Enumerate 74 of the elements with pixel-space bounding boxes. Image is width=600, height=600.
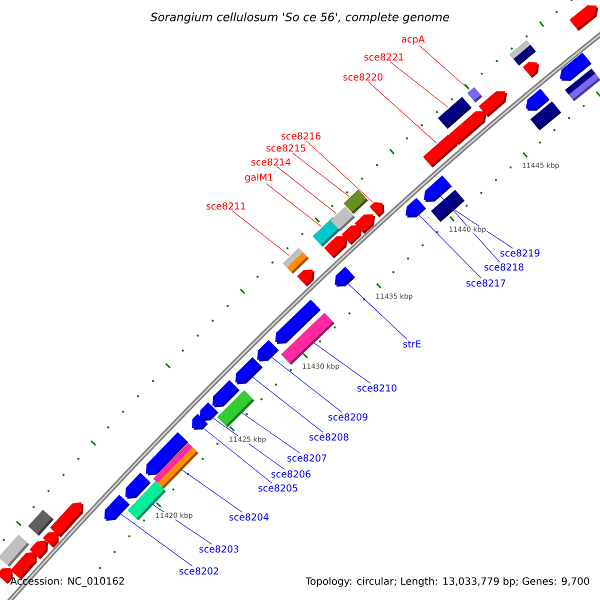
- leader-line: [202, 427, 272, 484]
- leader-line: [120, 513, 193, 566]
- gene-feature: [510, 40, 536, 66]
- gene-label: sce8205: [258, 484, 298, 492]
- gene-label: sce8217: [466, 279, 506, 287]
- gene-label: sce8219: [500, 249, 540, 257]
- leader-line: [390, 61, 448, 108]
- gene-label: sce8220: [343, 73, 382, 81]
- gene-label: sce8215: [266, 144, 306, 152]
- leader-line: [180, 468, 242, 512]
- gene-label: sce8214: [251, 158, 291, 166]
- gene-label: sce8208: [309, 433, 348, 441]
- gene-label: sce8210: [357, 384, 396, 392]
- leader-line: [292, 152, 350, 197]
- gene-feature: [431, 190, 465, 222]
- leader-line: [276, 166, 337, 214]
- gene-feature: [50, 502, 84, 538]
- gene-label: strE: [403, 340, 421, 348]
- leader-line: [418, 214, 482, 278]
- gene-feature: [406, 198, 426, 218]
- gene-label: acpA: [402, 36, 425, 44]
- gene-feature: [42, 532, 59, 548]
- gene-feature: [570, 5, 598, 32]
- gene-feature: [522, 62, 539, 78]
- gene-feature: [324, 236, 348, 258]
- leader-line: [368, 81, 437, 144]
- gene-feature: [104, 494, 130, 521]
- gene-feature: [281, 312, 335, 365]
- gene-label: sce8206: [271, 470, 310, 478]
- footer-text: Accession: NC_010162: [10, 577, 124, 587]
- gene-feature: [526, 88, 550, 111]
- gene-label: sce8211: [206, 202, 246, 210]
- gene-label: sce8221: [364, 53, 404, 61]
- gene-feature: [565, 68, 600, 102]
- title: Sorangium cellulosum 'So ce 56', complete genome: [150, 12, 450, 24]
- gene-feature: [30, 540, 48, 560]
- gene-feature: [467, 87, 482, 103]
- leader-line: [266, 183, 322, 227]
- leader-line: [232, 210, 290, 256]
- gene-feature: [478, 91, 508, 118]
- footer-text: Topology: circular; Length: 13,033,779 bp; Genes: 9,700: [306, 577, 590, 587]
- leader-line: [419, 45, 470, 90]
- gene-feature: [530, 101, 562, 130]
- leader-line: [312, 342, 371, 384]
- gene-feature: [370, 202, 384, 218]
- leader-line: [347, 282, 408, 340]
- leader-line: [440, 195, 500, 262]
- gene-feature: [424, 176, 452, 202]
- gene-label: sce8209: [328, 413, 368, 421]
- gene-label: sce8216: [281, 132, 320, 140]
- gene-feature: [153, 442, 199, 489]
- gene-feature: [257, 340, 279, 362]
- gene-feature: [354, 214, 376, 234]
- gene-feature: [297, 269, 314, 287]
- gene-label: sce8204: [229, 513, 269, 521]
- gene-feature: [28, 510, 54, 536]
- gene-label: sce8202: [179, 567, 218, 575]
- gene-label: sce8207: [287, 454, 326, 462]
- gene-label: sce8218: [484, 263, 524, 271]
- gene-feature: [342, 225, 362, 246]
- gene-label: sce8203: [199, 545, 238, 553]
- gene-feature: [282, 248, 309, 274]
- gene-feature: [334, 266, 356, 287]
- gene-feature: [449, 111, 486, 146]
- gene-feature: [217, 390, 254, 428]
- leader-line: [452, 208, 514, 248]
- gene-feature: [423, 134, 459, 168]
- gene-feature: [344, 190, 368, 214]
- leader-line: [306, 140, 373, 202]
- gene-label: galM1: [245, 173, 272, 183]
- leader-line: [240, 412, 300, 454]
- leader-line: [270, 356, 342, 412]
- leader-line: [251, 376, 324, 432]
- gene-feature: [235, 357, 263, 384]
